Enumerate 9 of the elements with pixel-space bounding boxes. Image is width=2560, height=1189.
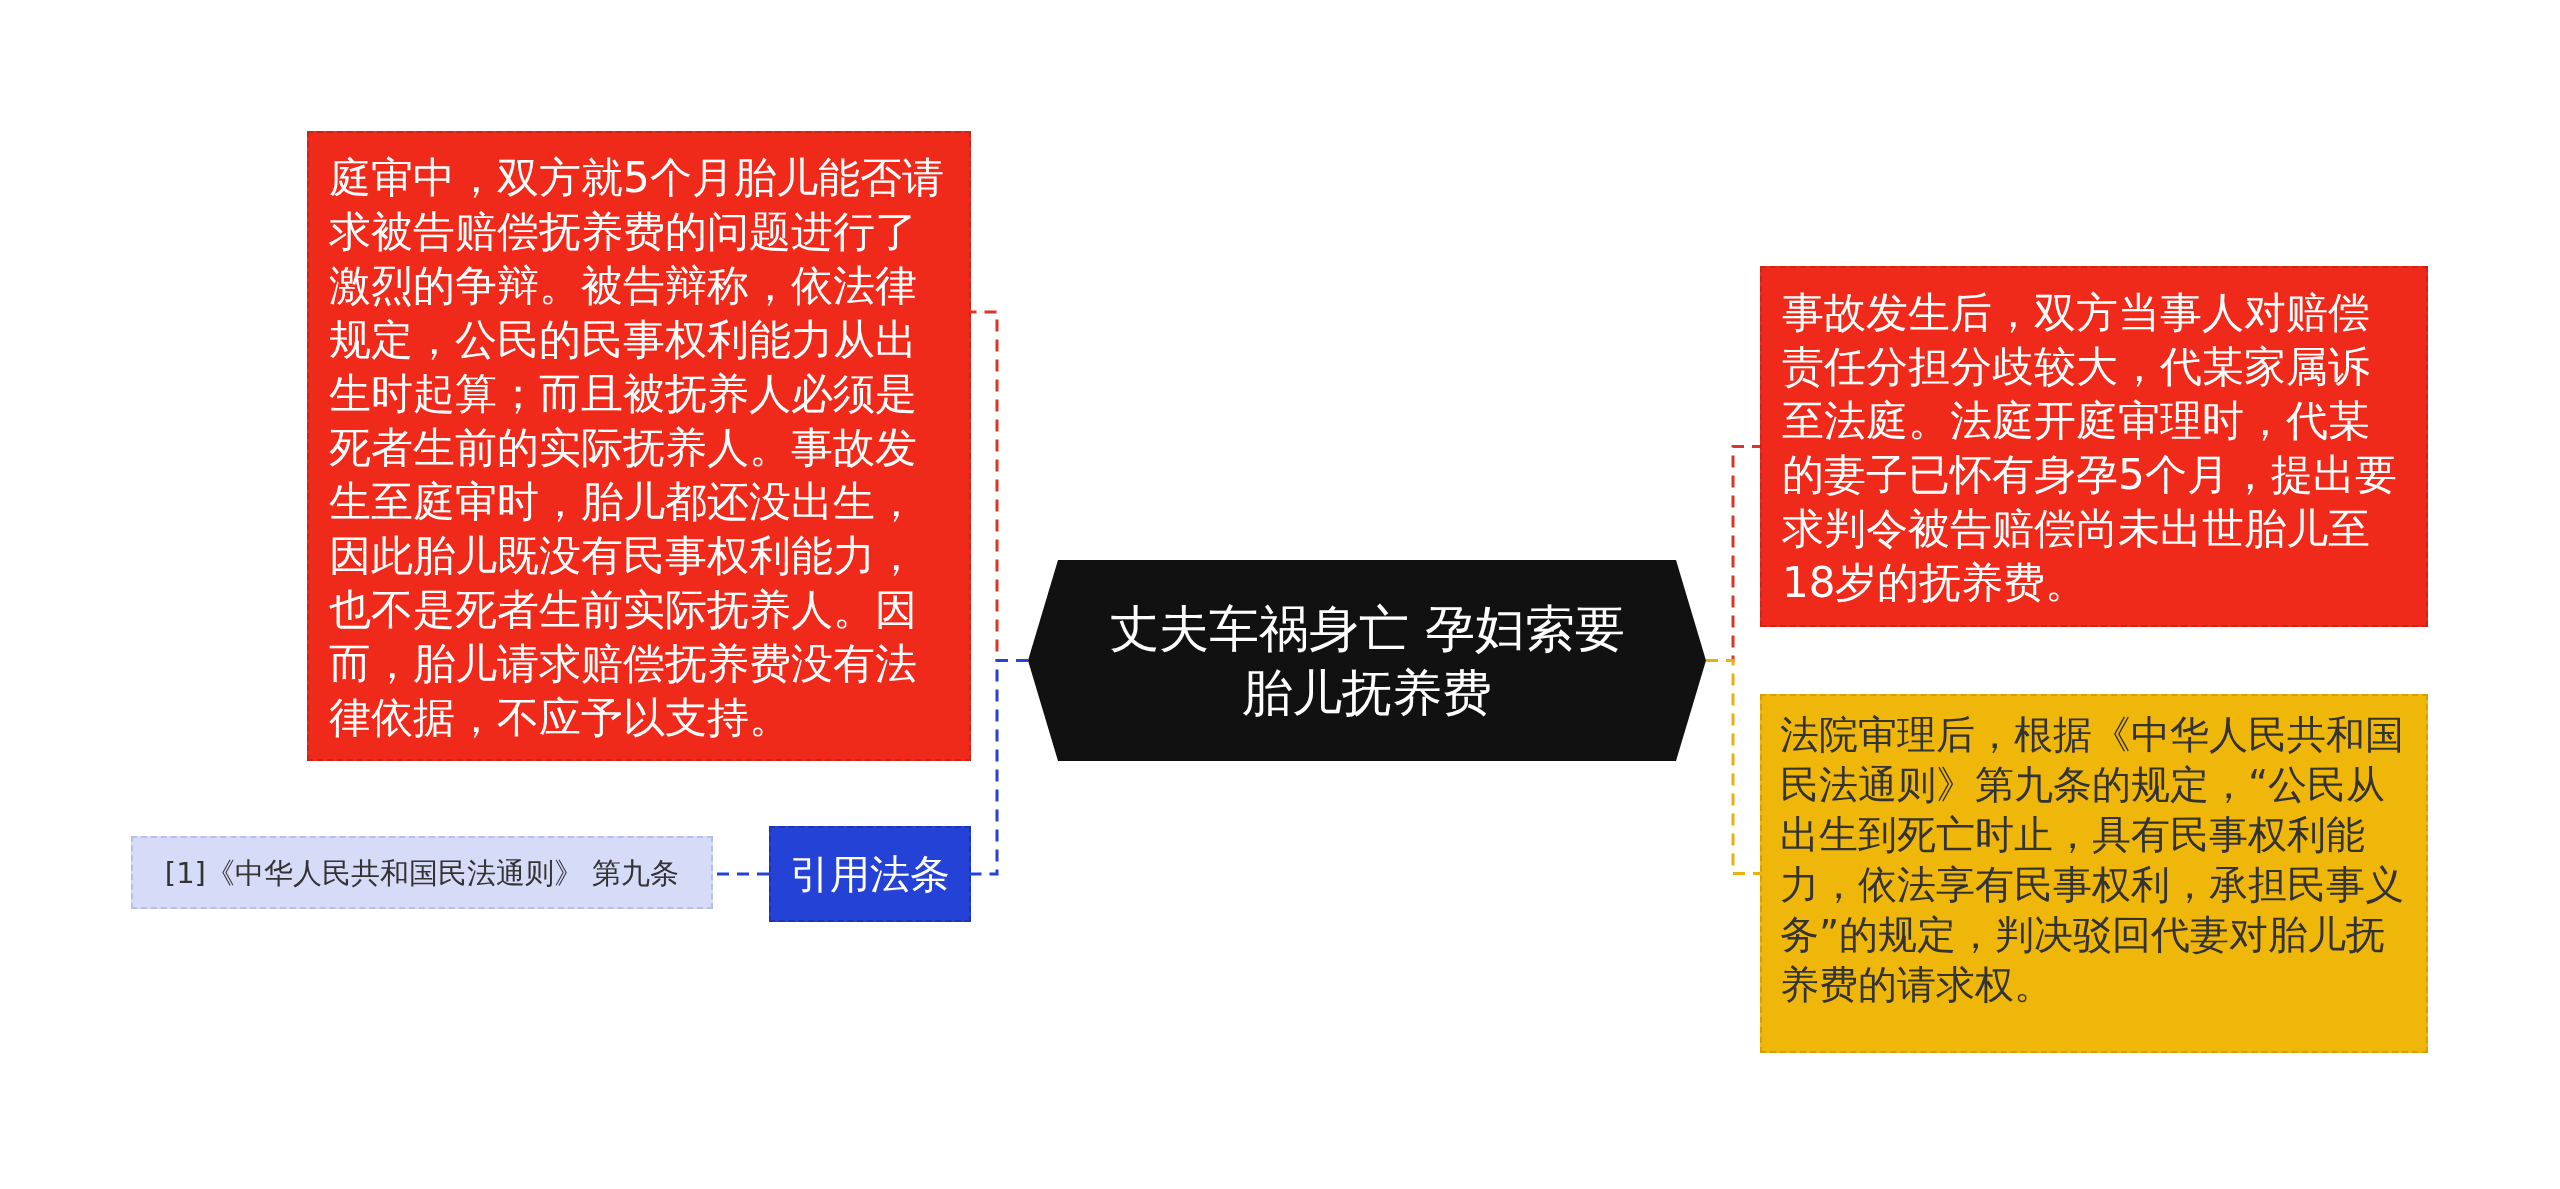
note-box: 庭审中，双方就5个月胎儿能否请求被告赔偿抚养费的问题进行了激烈的争辩。被告辩称，依法律规定，公民的民事权利能力从出生时起算；而且被抚养人必须是死者生前的实际抚养人。事故发生至庭审时，胎儿都还没出生，因此胎儿既没有民事权利能力，也不是死者生前实际抚养人。因而，胎儿请求赔偿抚养费没有法律依据，不应予以支持。 [307,131,971,761]
note-box: 法院审理后，根据《中华人民共和国民法通则》第九条的规定，“公民从出生到死亡时止，具有民事权利能力，依法享有民事权利，承担民事义务”的规定，判决驳回代妻对胎儿抚养费的请求权。 [1760,694,2428,1053]
central-topic [1028,560,1706,761]
connector [971,659,1028,876]
topic-text: 丈夫车祸身亡 孕妇索要胎儿抚养费 [1108,598,1626,724]
note-box: 事故发生后，双方当事人对赔偿责任分担分歧较大，代某家属诉至法庭。法庭开庭审理时，代某的妻子已怀有身孕5个月，提出要求判令被告赔偿尚未出世胎儿至18岁的抚养费。 [1760,266,2428,627]
connector [1706,659,1760,875]
reference-box: [1]《中华人民共和国民法通则》 第九条 [131,836,713,909]
topic-box: 引用法条 [769,826,971,922]
